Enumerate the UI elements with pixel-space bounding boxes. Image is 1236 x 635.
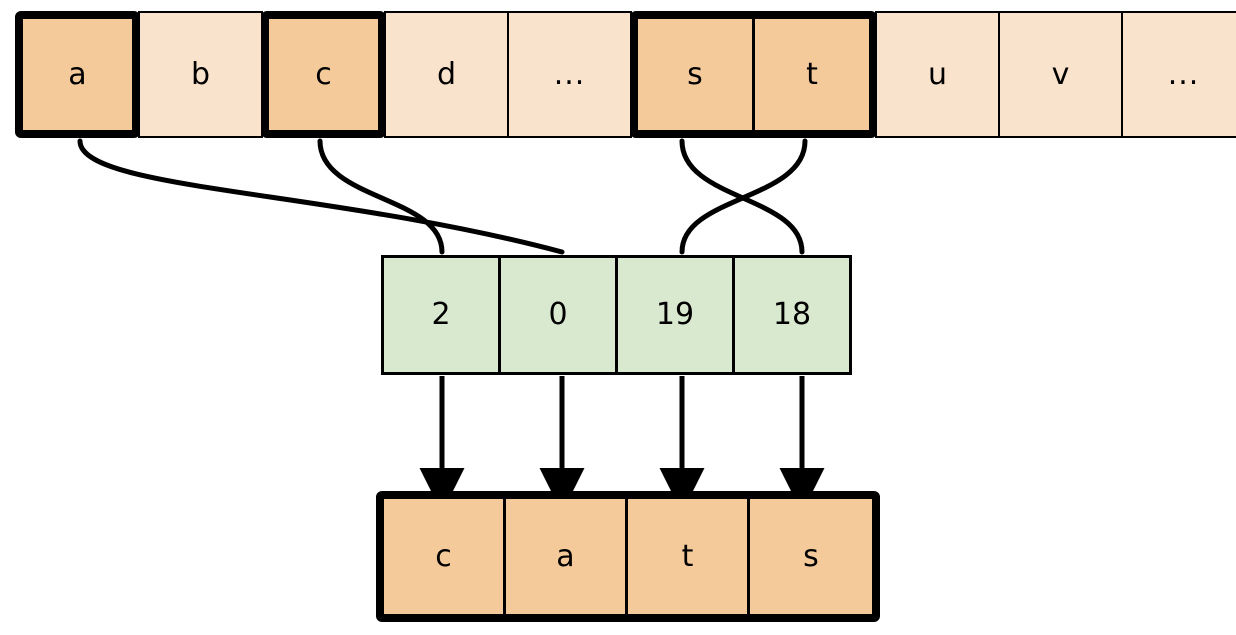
output-cell-label: a [556,538,575,574]
curve-a-to-index-0 [77,138,565,255]
output-cell-label: t [681,538,694,574]
index-cell-label: 18 [772,297,812,332]
output-row: c a t s [376,491,880,622]
output-cell-1[interactable]: a [506,499,628,614]
index-cell-0[interactable]: 2 [381,255,501,375]
alphabet-cell-ellipsis-1[interactable]: ... [507,11,632,138]
index-cell-label: 19 [655,297,695,332]
alphabet-cell-label: u [927,56,947,92]
alphabet-cell-v[interactable]: v [998,11,1123,138]
output-cell-3[interactable]: s [750,499,872,614]
index-cell-2[interactable]: 19 [615,255,735,375]
alphabet-cell-u[interactable]: u [875,11,1000,138]
alphabet-row: a b c d ... s t u v ... [15,11,1236,138]
alphabet-cell-a[interactable]: a [15,11,140,138]
index-cell-1[interactable]: 0 [498,255,618,375]
alphabet-cell-label: ... [553,56,586,92]
alphabet-cell-ellipsis-2[interactable]: ... [1121,11,1236,138]
index-cell-3[interactable]: 18 [732,255,852,375]
alphabet-cell-label: c [315,56,332,92]
alphabet-cell-c[interactable]: c [261,11,386,138]
alphabet-cell-label: v [1051,56,1070,92]
output-cell-label: s [803,538,819,574]
index-cell-label: 2 [431,297,451,332]
alphabet-cell-t[interactable]: t [752,11,877,138]
curve-c-to-index-2 [317,138,445,255]
alphabet-cell-label: ... [1167,56,1200,92]
alphabet-cell-label: t [806,56,818,92]
output-cell-0[interactable]: c [384,499,506,614]
alphabet-cell-label: b [190,56,211,92]
index-row: 2 0 19 18 [381,255,852,375]
alphabet-cell-label: d [436,56,457,92]
curve-t-to-index-19 [679,138,808,255]
alphabet-cell-s[interactable]: s [630,11,755,138]
alphabet-cell-b[interactable]: b [138,11,263,138]
output-cell-2[interactable]: t [628,499,750,614]
alphabet-cell-label: a [68,56,87,92]
alphabet-cell-label: s [687,56,703,92]
index-cell-label: 0 [548,297,568,332]
curve-s-to-index-18 [679,138,805,255]
alphabet-cell-d[interactable]: d [384,11,509,138]
output-cell-label: c [435,538,452,574]
